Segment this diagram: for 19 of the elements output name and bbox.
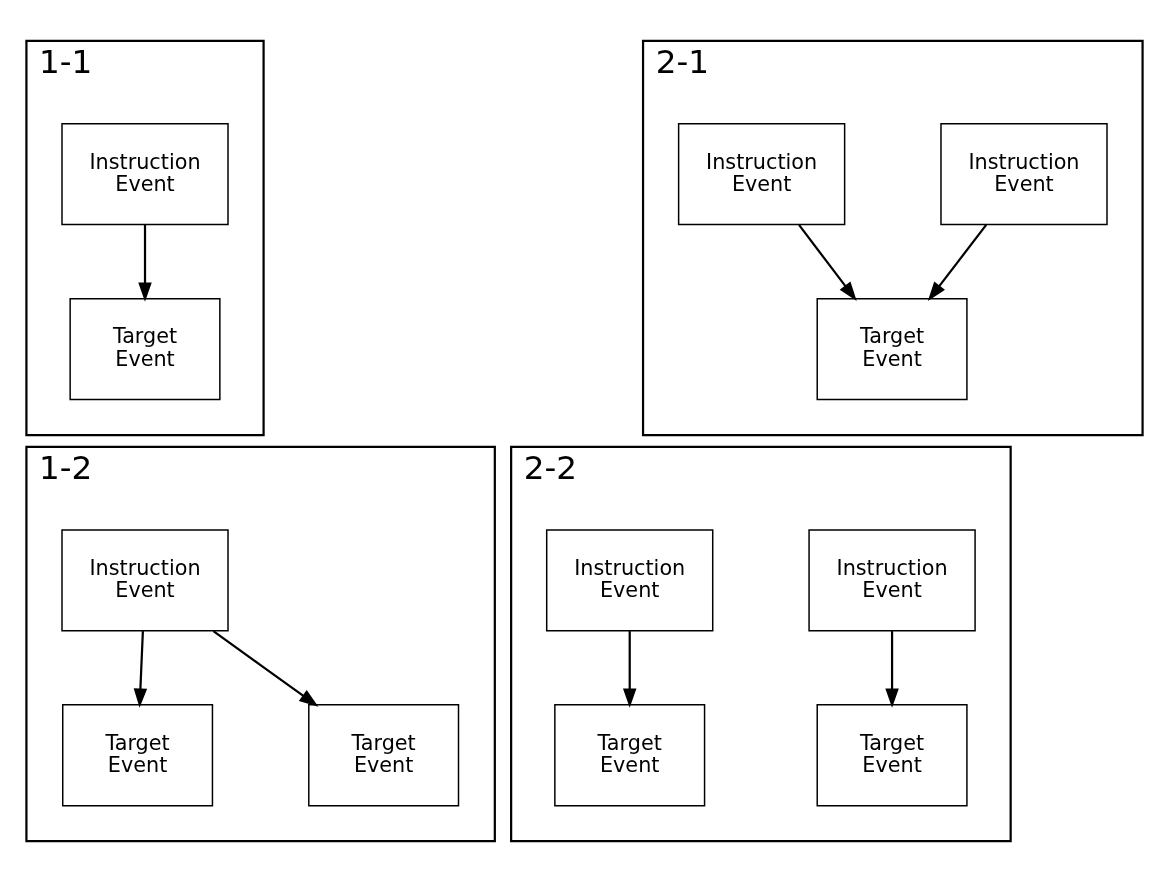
arrow	[798, 223, 857, 301]
arrow	[212, 629, 319, 707]
node-box: Target Event	[69, 297, 221, 400]
arrow	[138, 224, 152, 302]
node-box: Instruction Event	[677, 122, 846, 225]
node-box: Instruction Event	[61, 122, 229, 225]
arrow	[885, 630, 899, 708]
node-box: Target Event	[62, 703, 214, 806]
arrow	[927, 223, 988, 301]
node-box: Target Event	[308, 703, 460, 806]
node-box: Target Event	[816, 703, 968, 806]
node-box: Target Event	[554, 703, 706, 806]
arrow	[622, 630, 637, 708]
node-box: Instruction Event	[545, 528, 714, 631]
arrow	[133, 630, 148, 708]
node-box: Target Event	[816, 297, 968, 400]
node-box: Instruction Event	[808, 528, 976, 631]
node-box: Instruction Event	[940, 122, 1108, 225]
node-box: Instruction Event	[61, 528, 229, 631]
